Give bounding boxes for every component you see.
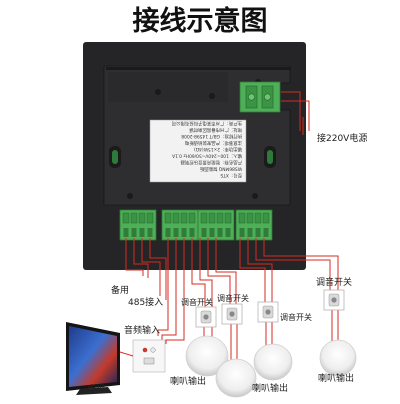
terminal-screw: [138, 212, 146, 224]
terminal-socket: [209, 228, 215, 237]
terminal-screw: [200, 212, 208, 224]
terminal-screw: [188, 212, 196, 224]
terminal-socket: [247, 228, 253, 237]
ceiling-speaker-2: [215, 358, 257, 398]
terminal-block-row: [119, 209, 273, 241]
terminal-screw: [254, 212, 262, 224]
terminal-socket: [165, 228, 171, 237]
sticker-line: 生产商：广州市某电子科技有限公司: [172, 120, 242, 127]
terminal-socket: [225, 228, 231, 237]
volume-switch-1: [195, 306, 217, 328]
terminal-screw: [246, 212, 254, 224]
product-sticker: 型号：XTS WS86MNQ 智能面板 产品名称：智能背景音乐控制器 输入：10…: [149, 119, 247, 183]
label-volume-switch-4: 调音开关: [316, 276, 352, 288]
terminal-block-4: [235, 209, 273, 241]
terminal-socket: [173, 228, 179, 237]
diagram-title: 接线示意图: [133, 5, 268, 37]
audio-input-plate: [132, 339, 166, 373]
terminal-screw: [208, 212, 216, 224]
television: [66, 322, 120, 395]
terminal-socket: [217, 228, 223, 237]
mounting-hole-left: [109, 146, 121, 168]
label-power: 接220V电源: [317, 132, 367, 144]
terminal-screw: [262, 212, 270, 224]
ceiling-speaker-3: [253, 343, 293, 381]
ceiling-speaker-1: [185, 335, 229, 377]
sticker-line: 型号：XTS: [220, 172, 242, 179]
terminal-block-2: [161, 209, 199, 241]
label-volume-switch-1: 调音开关: [181, 297, 213, 307]
sticker-line: WS86MNQ 智能面板: [199, 166, 242, 173]
label-volume-switch-3: 调音开关: [280, 312, 312, 322]
terminal-block-3: [197, 209, 235, 241]
sticker-line: 输入：100~240V~50/60Hz 0.1A: [172, 153, 242, 160]
terminal-socket: [147, 228, 153, 237]
terminal-socket: [201, 228, 207, 237]
label-volume-switch-2: 调音开关: [217, 293, 249, 303]
terminal-socket: [263, 228, 269, 237]
terminal-screw: [224, 212, 232, 224]
terminal-socket: [139, 228, 145, 237]
label-speaker-out-1: 喇叭输出: [170, 375, 206, 387]
terminal-socket: [131, 228, 137, 237]
terminal-screw: [238, 212, 246, 224]
terminal-socket: [255, 228, 261, 237]
sticker-line: 产品名称：智能背景音乐控制器: [180, 159, 242, 166]
terminal-socket: [239, 228, 245, 237]
terminal-socket: [123, 228, 129, 237]
sticker-line: 地址：广州市番禺区南村镇: [189, 127, 242, 134]
terminal-block-1: [119, 209, 157, 241]
terminal-screw: [216, 212, 224, 224]
terminal-screw: [180, 212, 188, 224]
terminal-screw: [122, 212, 130, 224]
label-audio-input: 音频输入: [124, 324, 160, 336]
terminal-screw: [146, 212, 154, 224]
terminal-screw: [172, 212, 180, 224]
wiring: [125, 91, 339, 360]
volume-switch-3: [257, 301, 279, 323]
terminal-screw: [130, 212, 138, 224]
label-tv: 电视: [87, 383, 105, 395]
terminal-socket: [181, 228, 187, 237]
sticker-line: 输出功率：2×15W(4Ω): [194, 146, 242, 153]
label-speaker-out-3: 喇叭输出: [318, 372, 354, 384]
terminal-screw: [164, 212, 172, 224]
label-speaker-out-2: 喇叭输出: [252, 382, 288, 394]
volume-switch-4: [323, 289, 345, 311]
label-485: 485接入: [128, 296, 163, 308]
sticker-line: 执行标准：GB/T 14598-2008: [181, 133, 242, 140]
sticker-line: 注意事项：产品安装前请断电: [184, 140, 242, 147]
label-backup: 备用: [111, 284, 129, 296]
volume-switch-2: [221, 303, 243, 325]
power-terminal-block: [239, 81, 281, 113]
ceiling-speaker-4: [319, 339, 357, 377]
terminal-socket: [189, 228, 195, 237]
mounting-hole-right: [264, 146, 276, 168]
